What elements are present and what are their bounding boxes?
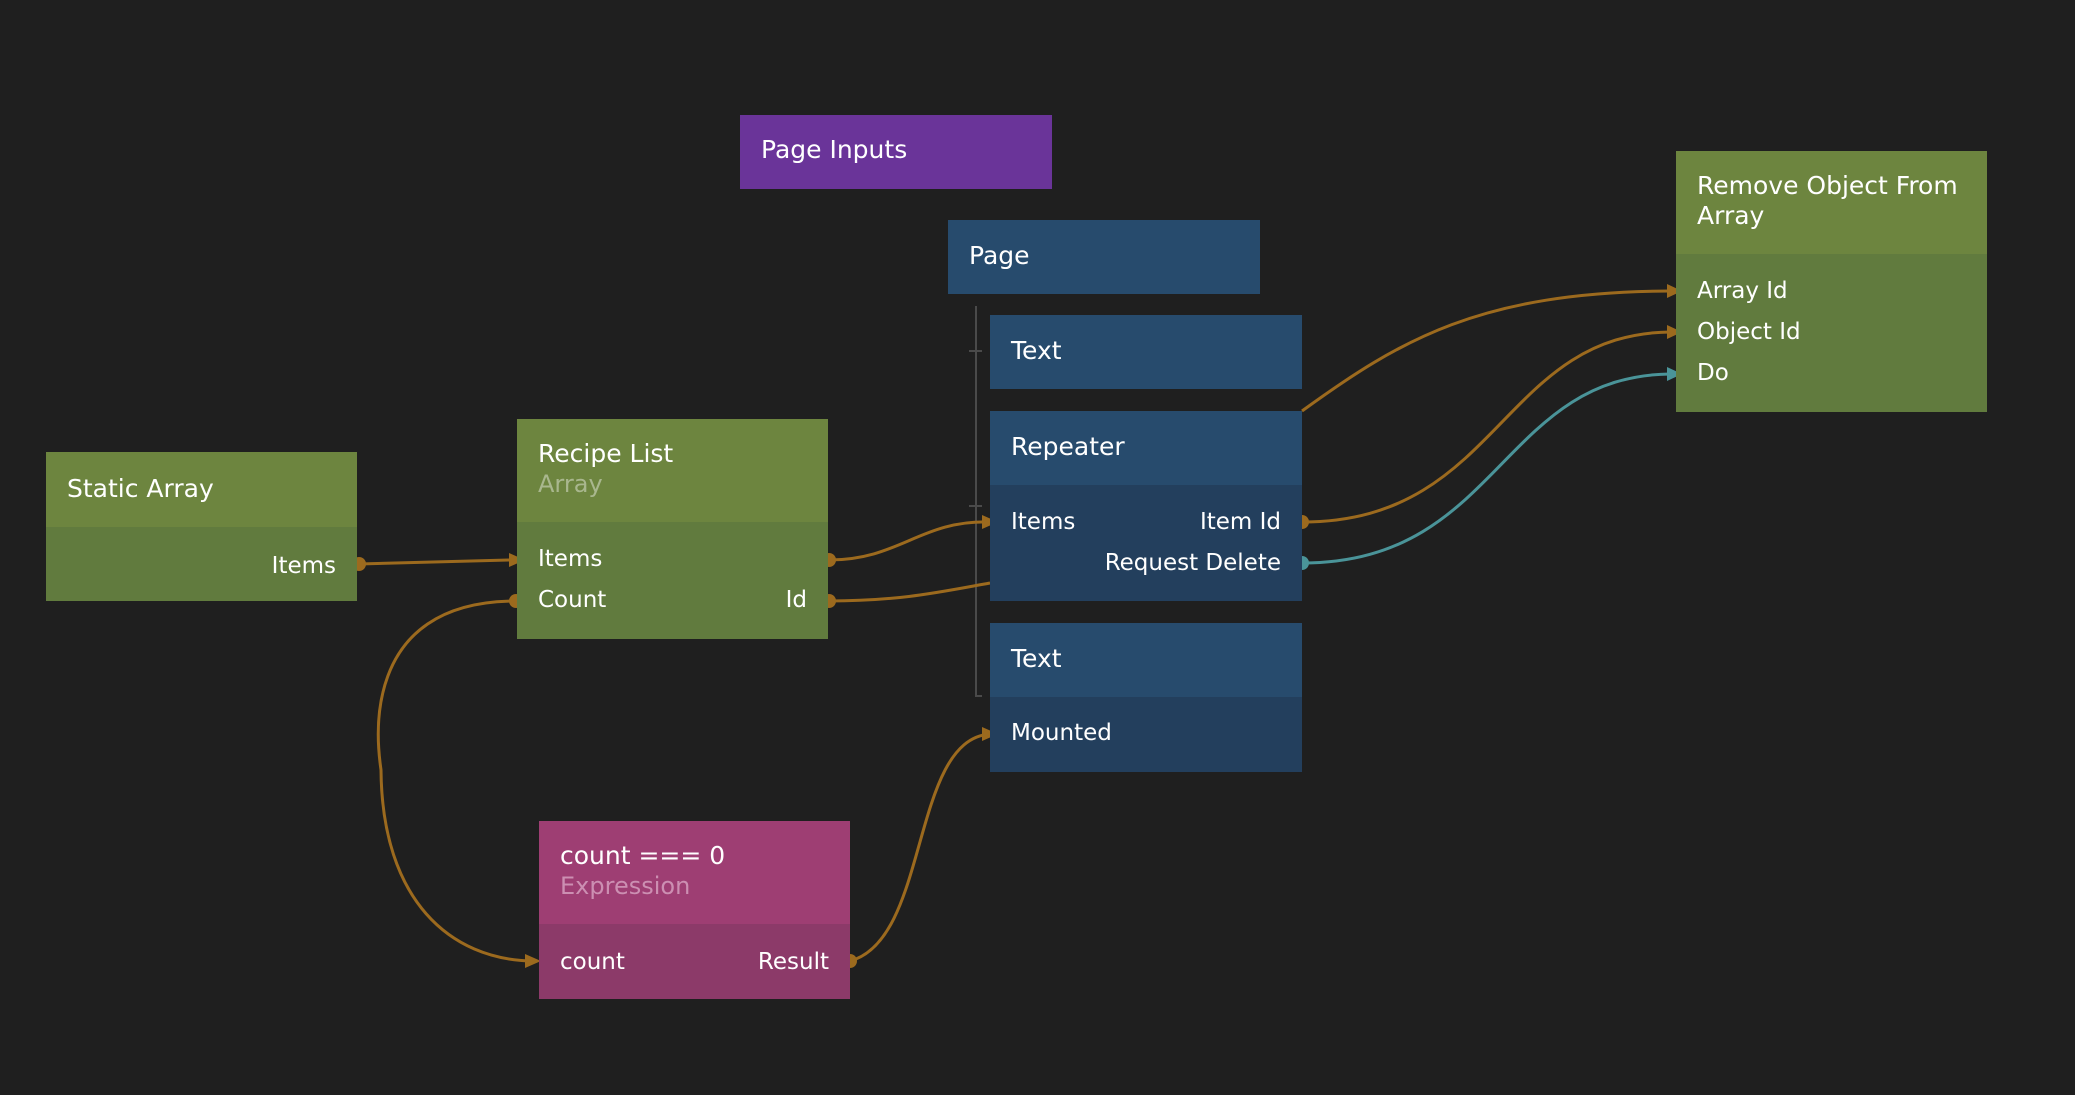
node-title: Text [1011, 336, 1062, 365]
wire-recipe-list-count-to-expression-count[interactable] [376, 599, 534, 963]
node-header: Remove Object From Array [1676, 151, 1987, 254]
remove-do-input-arrow[interactable] [1667, 367, 1682, 381]
node-header: Page [948, 220, 1260, 294]
wire-static-array-items-to-recipe-list-items[interactable] [358, 558, 510, 566]
wire-repeater-to-remove-array-id[interactable] [1301, 289, 1671, 413]
expression-node[interactable]: count === 0 Expression count Result [539, 821, 850, 999]
wire-expression-result-to-text-mounted[interactable] [849, 732, 991, 963]
node-subtitle: Array [538, 470, 603, 498]
node-header: Recipe List Array [517, 419, 828, 522]
expression-count-input-arrow[interactable] [525, 954, 541, 968]
node-title: count === 0 [560, 841, 726, 870]
wire-repeater-item-id-to-remove-object-id[interactable] [1301, 330, 1671, 524]
node-title: Static Array [67, 474, 214, 503]
node-title: Repeater [1011, 432, 1125, 461]
static-array-node[interactable]: Static Array Items [46, 452, 357, 601]
remove-object-id-input-arrow[interactable] [1667, 325, 1682, 339]
input-port-do[interactable]: Do [1697, 360, 1729, 386]
input-port-count[interactable]: count [560, 949, 625, 975]
text-node-2[interactable]: Text Mounted [990, 623, 1302, 772]
recipe-list-node[interactable]: Recipe List Array Items Count Id [517, 419, 828, 639]
node-header: Static Array [46, 452, 357, 527]
input-port-object-id[interactable]: Object Id [1697, 319, 1801, 345]
node-ports: Items Item Id Request Delete [990, 485, 1302, 601]
node-header: Repeater [990, 411, 1302, 485]
wire-recipe-list-id-to-repeater[interactable] [828, 581, 991, 603]
node-subtitle: Expression [560, 872, 691, 900]
node-header: Text [990, 315, 1302, 389]
wire-repeater-request-delete-to-remove-do[interactable] [1301, 372, 1671, 565]
output-port-request-delete[interactable]: Request Delete [1104, 550, 1281, 576]
page-node[interactable]: Page [948, 220, 1260, 294]
input-port-count[interactable]: Count [538, 587, 607, 613]
page-children-bracket [969, 306, 982, 697]
node-header: Page Inputs [740, 115, 1052, 165]
node-title: Remove Object From Array [1697, 171, 1958, 230]
node-ports: count Result [539, 924, 850, 999]
output-port-items[interactable]: Items [271, 553, 336, 579]
input-port-mounted[interactable]: Mounted [1011, 720, 1112, 746]
wire-recipe-list-items-to-repeater-items[interactable] [828, 520, 991, 562]
text-node-1[interactable]: Text [990, 315, 1302, 389]
node-title: Recipe List [538, 439, 674, 468]
output-port-result[interactable]: Result [757, 949, 829, 975]
input-port-items[interactable]: Items [538, 546, 603, 572]
node-ports: Items [46, 527, 357, 601]
output-port-item-id[interactable]: Item Id [1199, 509, 1281, 535]
node-ports: Mounted [990, 697, 1302, 772]
input-port-items[interactable]: Items [1011, 509, 1076, 535]
node-header: count === 0 Expression [539, 821, 850, 924]
node-title: Page Inputs [761, 135, 908, 164]
node-header: Text [990, 623, 1302, 697]
node-title: Page [969, 241, 1030, 270]
page-inputs-node[interactable]: Page Inputs [740, 115, 1052, 189]
node-ports: Array Id Object Id Do [1676, 254, 1987, 412]
node-ports: Items Count Id [517, 522, 828, 639]
output-port-id[interactable]: Id [785, 587, 807, 613]
remove-array-id-input-arrow[interactable] [1667, 284, 1682, 298]
node-title: Text [1011, 644, 1062, 673]
remove-object-from-array-node[interactable]: Remove Object From Array Array Id Object… [1676, 151, 1987, 412]
input-port-array-id[interactable]: Array Id [1697, 278, 1788, 304]
repeater-node[interactable]: Repeater Items Item Id Request Delete [990, 411, 1302, 601]
